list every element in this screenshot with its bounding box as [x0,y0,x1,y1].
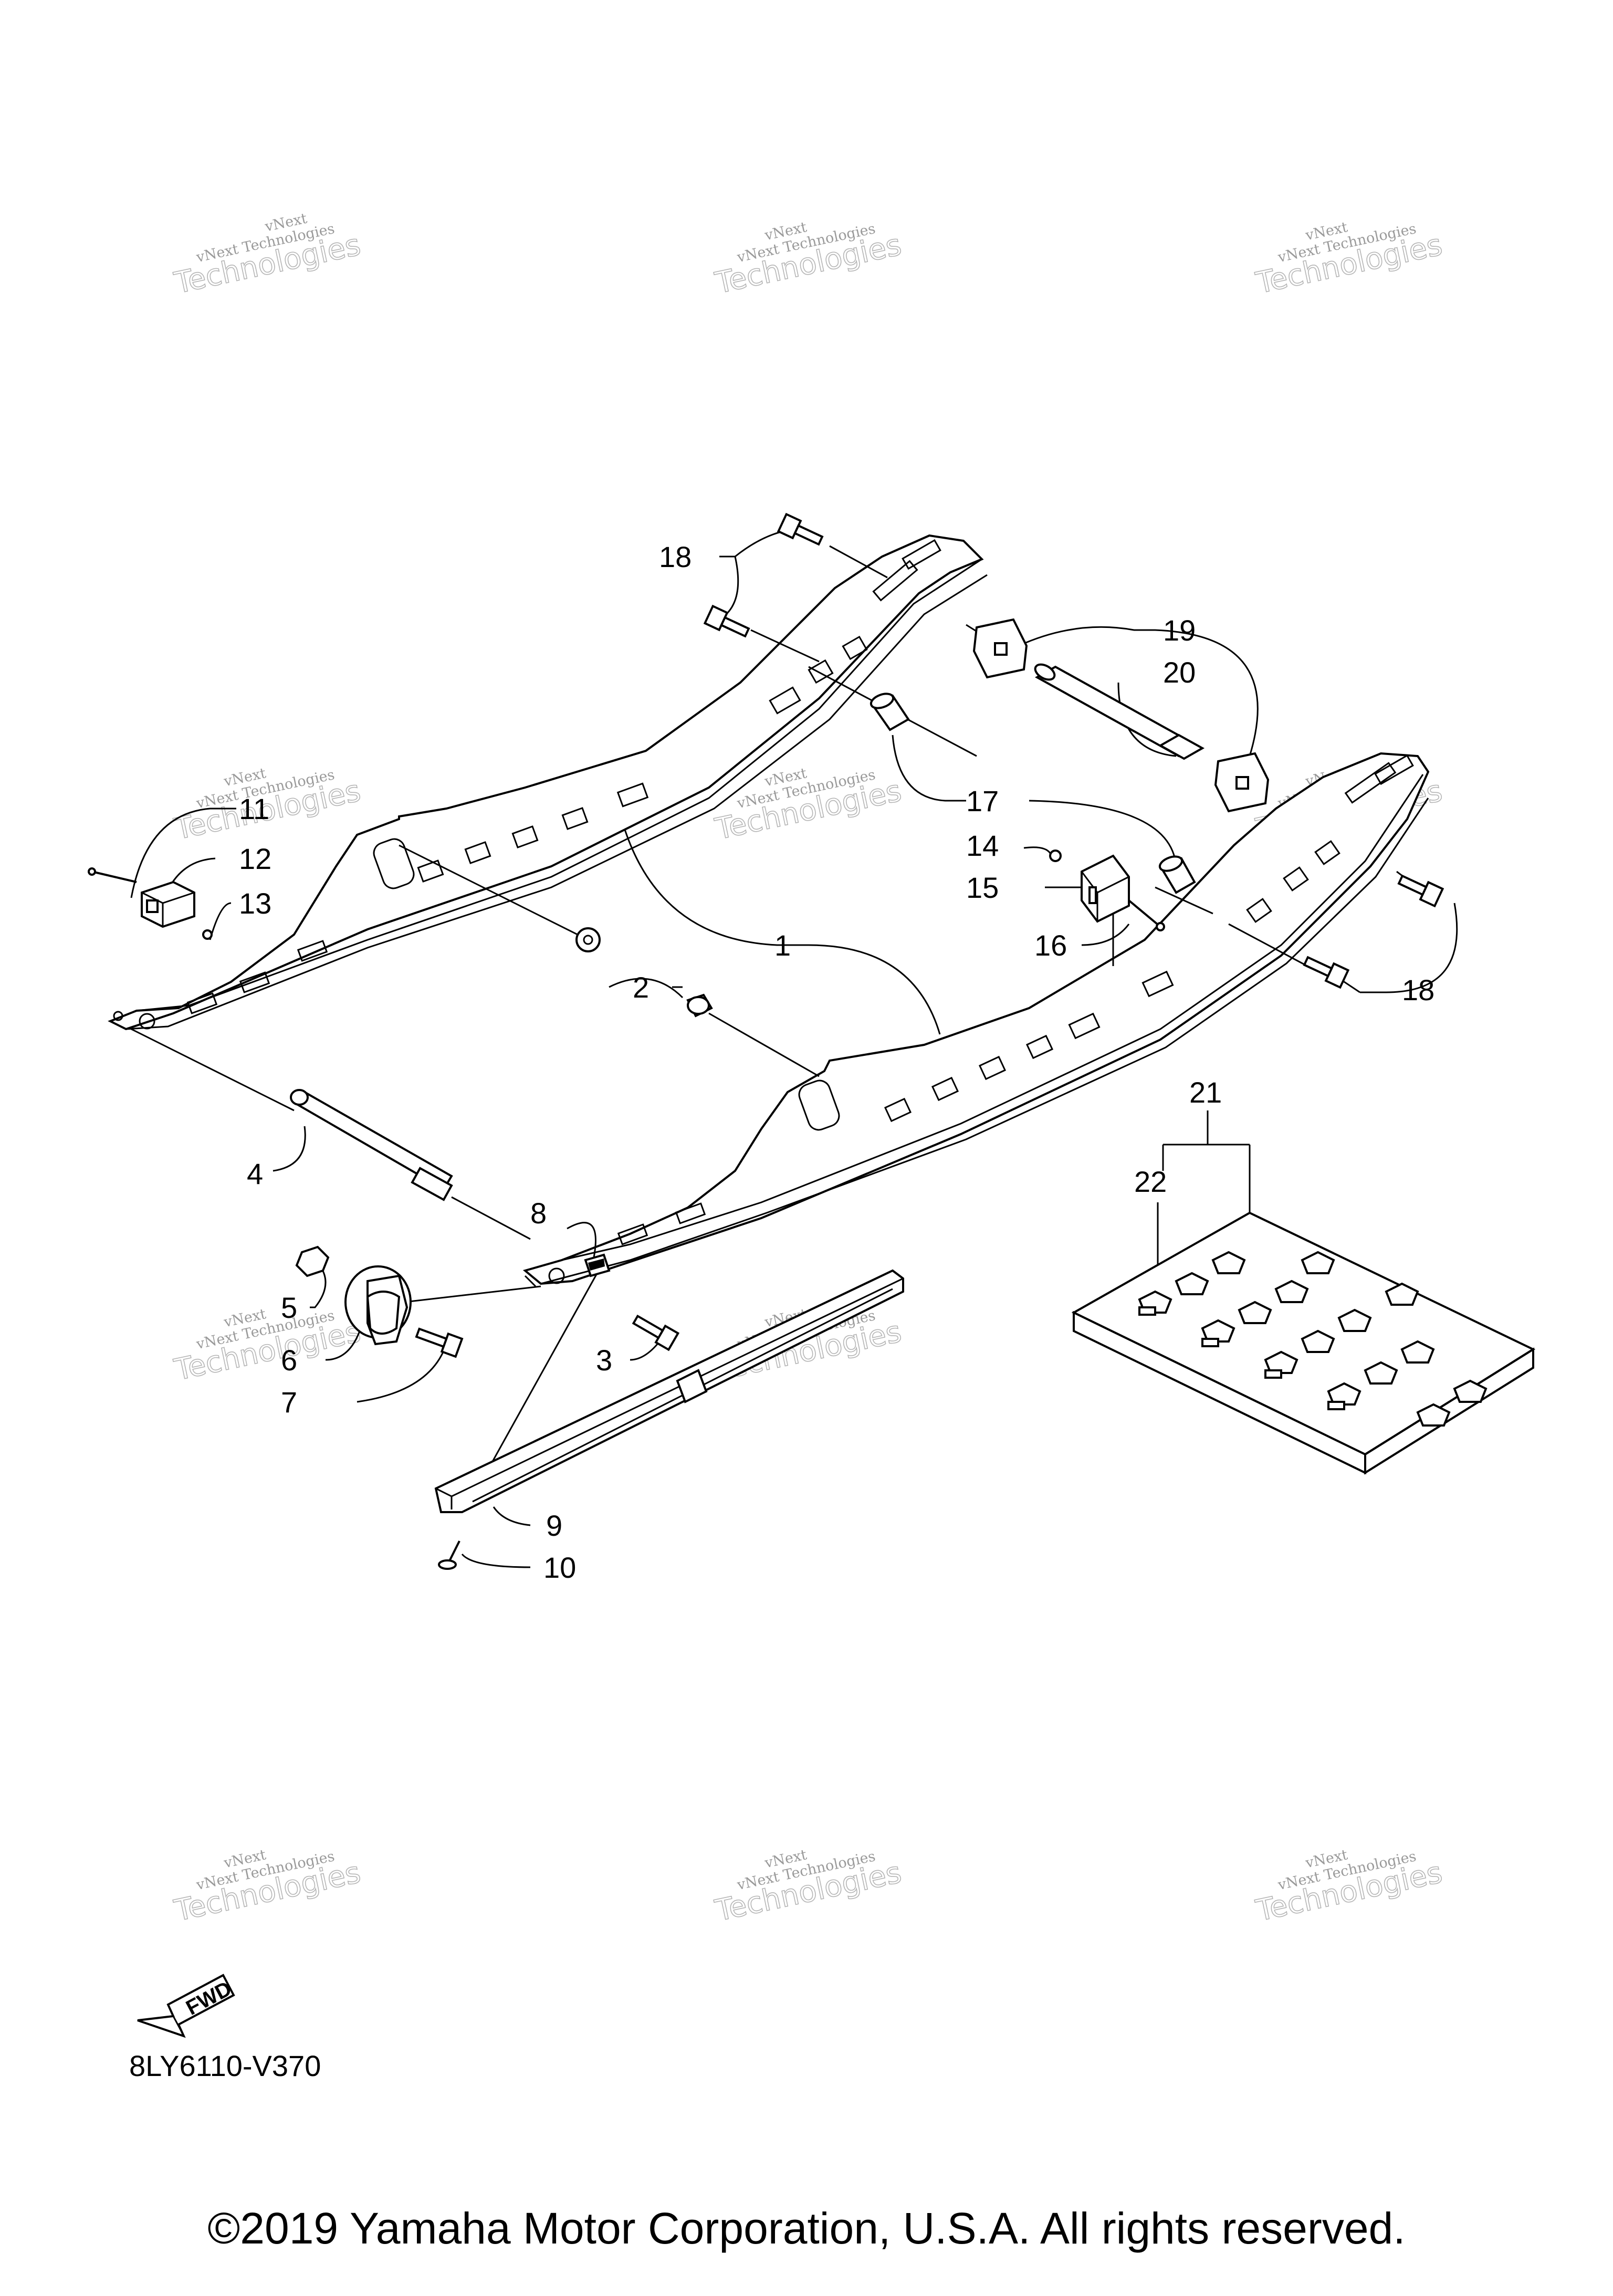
callout-20: 20 [1163,656,1196,689]
watermark-top-left: vNext vNext Technologies Technologies [171,211,364,301]
callout-18-right: 18 [1402,973,1434,1007]
watermark-top-center: vNext vNext Technologies Technologies [711,219,905,301]
nut-8 [584,1253,611,1277]
callout-6: 6 [281,1344,297,1377]
callout-10: 10 [543,1551,576,1584]
bolt-3 [632,1314,680,1351]
screw-10 [438,1540,460,1570]
callout-15: 15 [966,871,999,904]
clip-22 [1138,1306,1345,1410]
track-21 [1071,1211,1536,1475]
callout-14: 14 [966,829,999,862]
rail-lower [522,752,1430,1285]
copyright-notice: ©2019 Yamaha Motor Corporation, U.S.A. A… [207,2204,1406,2253]
bolt-7 [415,1327,464,1358]
bolt-18-right-a [1397,874,1444,908]
slide-runner-9 [434,1269,904,1513]
collar-17-b [1158,855,1196,894]
watermark-bottom-center: vNext vNext Technologies Technologies [711,1847,905,1928]
watermark-bottom-right: vNext vNext Technologies Technologies [1252,1847,1446,1928]
callout-18-top: 18 [659,540,692,573]
callout-3: 3 [596,1344,612,1377]
callout-17: 17 [966,784,999,817]
callout-4: 4 [247,1157,263,1190]
watermark-low-left: vNext vNext Technologies Technologies [171,1306,364,1388]
callout-7: 7 [281,1386,297,1419]
shaft-20 [1034,663,1205,760]
stopper-19-a [972,618,1028,679]
bolt-18-right-b [1303,956,1350,989]
washer-2-a [575,927,601,952]
rail-upper-slots [113,539,941,1030]
stopper-19-b [1214,752,1270,813]
bolt-18-top-b [703,604,750,638]
callout-21: 21 [1189,1076,1222,1109]
leader-lines [130,529,1458,1568]
collar-17-a [870,693,910,731]
callout-9: 9 [546,1509,562,1542]
nut-13 [202,929,213,940]
callout-22: 22 [1134,1165,1167,1198]
washer-2-b [686,993,713,1018]
nut-5 [295,1245,330,1277]
callout-labels: 1 2 3 4 5 6 7 8 9 10 11 12 13 14 15 16 1… [239,540,1434,1584]
axle-4 [290,1089,453,1201]
diagram-code: 8LY6110-V370 [129,2049,321,2082]
pin-11 [88,867,137,883]
fwd-arrow-icon: FWD [137,1974,235,2038]
callout-12: 12 [239,842,271,875]
rail-upper [108,534,988,1031]
block-15 [1081,854,1130,923]
callout-13: 13 [239,887,271,920]
callout-11: 11 [239,792,269,825]
callout-8: 8 [530,1197,547,1230]
rail-lower-slots [548,754,1414,1284]
watermark-top-right: vNext vNext Technologies Technologies [1252,219,1446,301]
callout-19: 19 [1163,614,1196,647]
watermark-bottom-left: vNext vNext Technologies Technologies [171,1847,364,1928]
cover-6 [344,1265,412,1346]
callout-5: 5 [281,1291,297,1324]
nut-14 [1049,850,1062,862]
callout-1: 1 [774,929,791,962]
block-12 [141,880,195,928]
callout-2: 2 [633,971,649,1004]
callout-16: 16 [1034,929,1067,962]
screw-16 [1128,899,1165,931]
bolt-18-top-a [777,512,824,546]
